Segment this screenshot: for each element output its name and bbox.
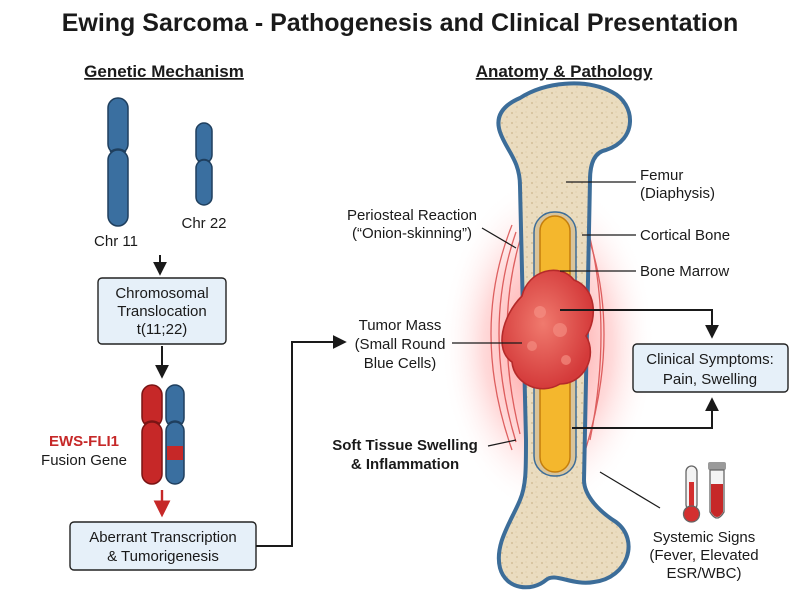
anatomy-pathology-heading: Anatomy & Pathology bbox=[476, 62, 653, 81]
arrow-tumor-to-symptoms bbox=[560, 309, 719, 339]
svg-text:t(11;22): t(11;22) bbox=[137, 321, 188, 338]
page-title: Ewing Sarcoma - Pathogenesis and Clinica… bbox=[62, 9, 739, 37]
clinical-symptoms-box: Clinical Symptoms: Pain, Swelling bbox=[632, 343, 789, 393]
systemic-leader bbox=[599, 471, 661, 509]
swelling-label: Soft Tissue Swelling bbox=[332, 437, 478, 454]
translocation-box: Chromosomal Translocation t(11;22) bbox=[97, 277, 227, 345]
tumor-sublabel-2: Blue Cells) bbox=[364, 355, 437, 372]
chr11-label: Chr 11 bbox=[94, 233, 138, 250]
tumor-label: Tumor Mass bbox=[359, 317, 442, 334]
thermometer-icon bbox=[682, 465, 701, 523]
chromosome-11-icon bbox=[107, 97, 129, 227]
periosteal-label: Periosteal Reaction bbox=[347, 207, 477, 224]
femur-label: Femur bbox=[640, 167, 683, 184]
periosteal-sublabel: (“Onion-skinning”) bbox=[352, 225, 472, 242]
fusion-gene-label: Fusion Gene bbox=[41, 452, 127, 469]
fusion-gene-name: EWS-FLI1 bbox=[49, 433, 119, 450]
svg-text:Aberrant Transcription: Aberrant Transcription bbox=[89, 529, 237, 546]
fusion-chromosome-icon bbox=[141, 384, 185, 485]
svg-text:Clinical Symptoms:: Clinical Symptoms: bbox=[646, 351, 774, 368]
cortical-bone-label: Cortical Bone bbox=[640, 227, 730, 244]
systemic-sublabel-1: (Fever, Elevated bbox=[649, 547, 758, 564]
tumor-sublabel-1: (Small Round bbox=[355, 336, 446, 353]
arrow-to-tumor-mass bbox=[256, 335, 347, 547]
svg-text:Pain, Swelling: Pain, Swelling bbox=[663, 371, 757, 388]
periosteal-leader bbox=[481, 227, 517, 249]
svg-text:Translocation: Translocation bbox=[117, 303, 207, 320]
blood-tube-icon bbox=[708, 462, 726, 519]
systemic-sublabel-2: ESR/WBC) bbox=[667, 565, 742, 582]
periosteal-reaction-lines bbox=[490, 224, 605, 451]
svg-text:Chromosomal: Chromosomal bbox=[115, 285, 208, 302]
chromosome-22-icon bbox=[195, 122, 213, 206]
genetic-mechanism-heading: Genetic Mechanism bbox=[84, 62, 244, 81]
outcome-box: Aberrant Transcription & Tumorigenesis bbox=[69, 521, 257, 571]
arrow-swelling-to-symptoms bbox=[572, 397, 719, 429]
bone-marrow-label: Bone Marrow bbox=[640, 263, 729, 280]
femur-sublabel: (Diaphysis) bbox=[640, 185, 715, 202]
systemic-label: Systemic Signs bbox=[653, 529, 756, 546]
svg-text:& Tumorigenesis: & Tumorigenesis bbox=[107, 548, 219, 565]
chr22-label: Chr 22 bbox=[181, 215, 226, 232]
tumor-mass-icon bbox=[501, 269, 594, 390]
swelling-leader bbox=[487, 439, 517, 447]
swelling-sublabel: & Inflammation bbox=[351, 456, 459, 473]
